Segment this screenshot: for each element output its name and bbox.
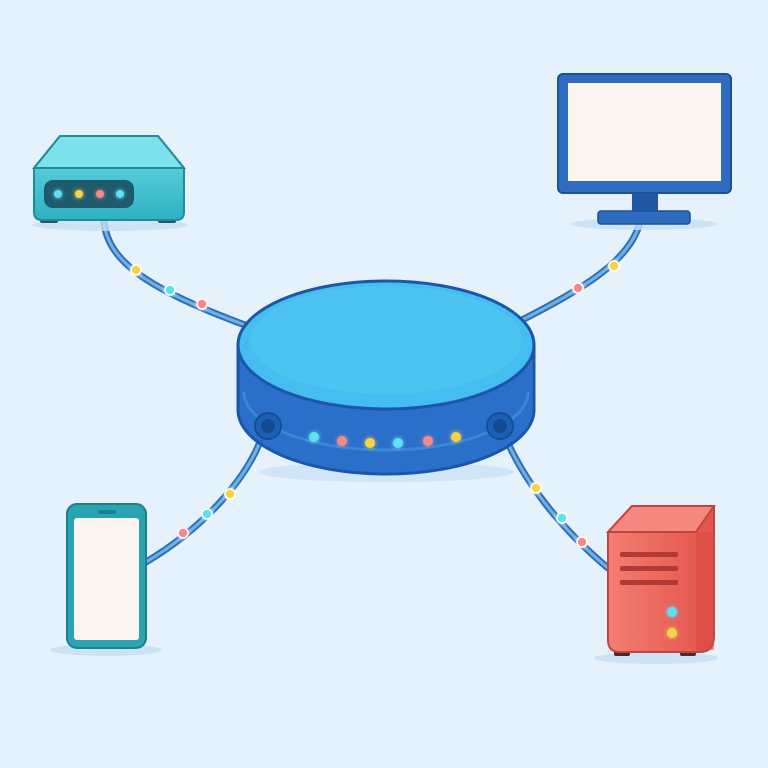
smartphone-icon (50, 503, 162, 656)
cable-phone (142, 420, 270, 566)
cable-pulse-lights (130, 260, 620, 548)
network-hub-icon (236, 279, 536, 482)
modem-icon (31, 135, 188, 231)
cable-monitor (518, 218, 644, 324)
hub-status-leds (309, 432, 461, 448)
cable-server (496, 420, 612, 572)
server-tower-icon (594, 505, 718, 664)
hub-port-right (486, 412, 514, 440)
cable-modem (100, 218, 249, 329)
hub-port-left (254, 412, 282, 440)
desktop-monitor-icon (557, 73, 732, 230)
